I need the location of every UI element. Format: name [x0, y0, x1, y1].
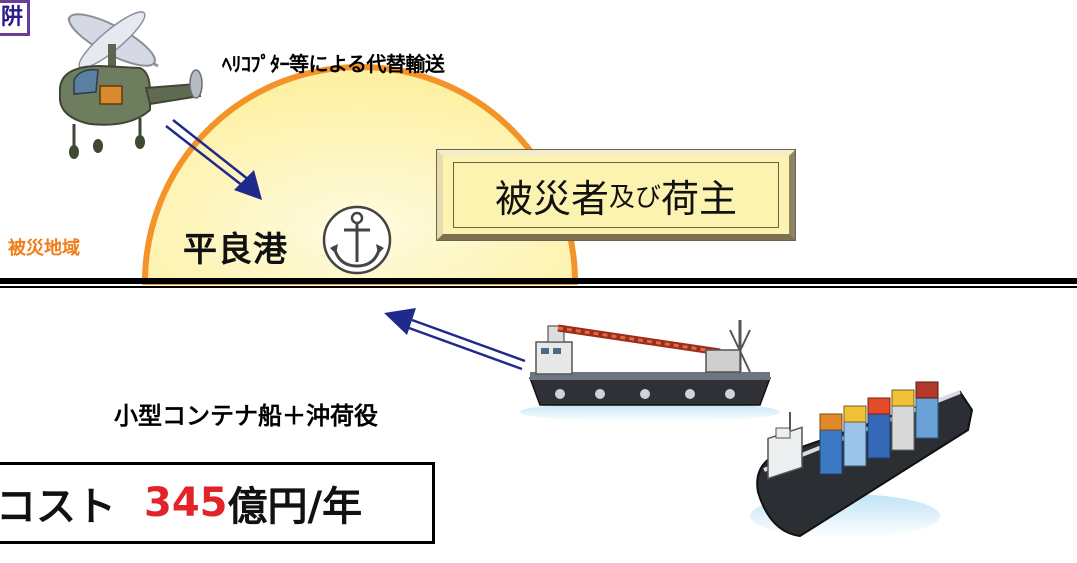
helicopter-icon — [59, 11, 203, 159]
cost-amount: 345 — [144, 480, 228, 526]
cost-box: コスト 345 億円/年 — [0, 462, 435, 544]
victims-conjunction: 及び — [608, 182, 661, 213]
shippers-text: 荷主 — [661, 176, 738, 221]
ship-caption: 小型コンテナ船＋沖荷役 — [114, 402, 378, 430]
helicopter-to-port-arrow — [165, 119, 262, 200]
victims-and-shippers-box: 被災者及び荷主 — [437, 150, 795, 240]
victims-text: 被災者 — [494, 176, 609, 221]
port-name: 平良港 — [183, 230, 288, 270]
crane-barge-icon — [520, 320, 780, 422]
ship-to-port-arrow — [384, 308, 526, 371]
anchor-icon — [322, 205, 392, 275]
affected-region-label: 被災地域 — [8, 238, 80, 259]
container-ship-icon — [750, 381, 974, 538]
coastline — [0, 278, 1077, 288]
helicopter-caption: ﾍﾘｺﾌﾟﾀｰ等による代替輸送 — [222, 52, 445, 76]
cost-prefix: コスト — [0, 484, 116, 530]
corner-title-fragment: 阱 — [0, 0, 30, 36]
cost-unit: 億円/年 — [227, 484, 363, 530]
